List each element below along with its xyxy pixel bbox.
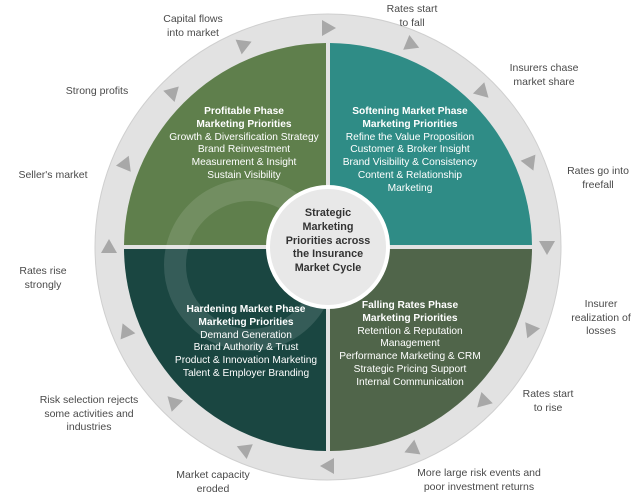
center-circle (266, 185, 390, 309)
cycle-arrow-icon (322, 20, 336, 36)
priority-item: Brand Reinvestment (197, 144, 291, 156)
priority-item: Customer & Broker Insight (350, 144, 470, 156)
priority-item: Marketing (387, 182, 433, 194)
priority-item: Measurement & Insight (191, 157, 297, 169)
center-title: Strategic Marketing Priorities across th… (273, 207, 383, 276)
quadrant-profitable (124, 43, 326, 245)
label-line: eroded (196, 482, 230, 495)
label-line: More large risk events and (417, 467, 541, 479)
label-line: Rates go into (567, 165, 629, 177)
cycle-arrow-icon (539, 241, 555, 255)
label-line: losses (586, 325, 616, 337)
label-line: to fall (399, 16, 425, 29)
quadrant-hardening (124, 249, 326, 451)
quadrant-title: Falling Rates Phase (361, 300, 459, 311)
label-line: Strong profits (65, 85, 129, 97)
hardening-phase-text: Hardening Market Phase Marketing Priorit… (175, 304, 317, 381)
quadrant-title: Marketing Priorities (198, 316, 294, 328)
priority-item: Internal Communication (356, 376, 464, 388)
priority-item: Performance Marketing & CRM (339, 351, 481, 363)
quadrant-softening (330, 43, 532, 245)
quadrant-falling (330, 249, 532, 451)
quadrant-title: Marketing Priorities (362, 312, 458, 324)
label-line: freefall (582, 178, 614, 191)
priority-item: Retention & Reputation (357, 325, 463, 337)
label-line: Market capacity (176, 469, 250, 481)
quadrant-title: Marketing Priorities (196, 118, 292, 130)
label-line: Insurer (584, 298, 618, 310)
cycle-arrow-icon (520, 154, 536, 171)
label-line: into market (167, 26, 219, 39)
cycle-arrow-icon (236, 444, 253, 460)
priority-item: Strategic Pricing Support (353, 363, 467, 375)
quadrant-title: Profitable Phase (204, 106, 284, 117)
label-sellers-market: Seller's market (18, 169, 87, 183)
priority-item: Management (380, 338, 440, 350)
priority-item: Sustain Visibility (207, 169, 281, 181)
label-line: industries (66, 421, 112, 433)
priority-item: Talent & Employer Branding (182, 367, 310, 379)
label-line: strongly (24, 278, 62, 291)
cycle-arrow-icon (167, 396, 184, 412)
cycle-arrow-icon (472, 82, 489, 98)
label-line: poor investment returns (423, 480, 535, 493)
label-line: some activities and (44, 407, 134, 420)
priority-item: Brand Authority & Trust (193, 342, 299, 354)
cycle-arrow-icon (477, 391, 493, 408)
label-line: to rise (533, 401, 563, 414)
cycle-arrow-icon (404, 439, 421, 455)
priority-item: Content & Relationship (357, 169, 463, 181)
quadrant-title: Softening Market Phase (352, 106, 468, 117)
cycle-arrow-icon (235, 39, 252, 55)
cycle-arrow-icon (320, 458, 334, 474)
priority-item: Demand Generation (200, 329, 292, 341)
priority-item: Product & Innovation Marketing (174, 355, 318, 367)
label-line: Seller's market (18, 169, 88, 181)
center-title-line: Marketing (302, 220, 354, 233)
priority-item: Brand Visibility & Consistency (342, 157, 478, 169)
priority-item: Growth & Diversification Strategy (169, 131, 319, 143)
label-line: realization of (571, 311, 631, 324)
cycle-arrow-icon (101, 239, 117, 253)
priority-item: Refine the Value Proposition (345, 131, 475, 143)
falling-rates-phase-text: Falling Rates Phase Marketing Priorities… (339, 300, 481, 390)
cycle-arrow-icon (403, 34, 420, 50)
center-title-line: Market Cycle (294, 262, 362, 275)
label-line: Risk selection rejects (39, 394, 139, 406)
center-title-line: the Insurance (292, 248, 364, 261)
label-line: market share (513, 75, 575, 88)
label-line: Rates start (522, 388, 574, 400)
center-title-line: Priorities across (285, 234, 371, 247)
label-line: Rates rise (19, 265, 67, 277)
quadrant-title: Marketing Priorities (362, 118, 458, 130)
quadrant-title: Hardening Market Phase (186, 304, 306, 315)
cycle-arrow-icon (120, 323, 136, 340)
label-line: Rates start (386, 3, 438, 15)
center-title-line: Strategic (304, 207, 352, 219)
label-line: Capital flows (163, 13, 223, 25)
label-line: Insurers chase (509, 62, 579, 74)
cycle-arrow-icon (525, 322, 541, 339)
profitable-phase-text: Profitable Phase Marketing Priorities Gr… (169, 106, 318, 183)
softening-phase-text: Softening Market Phase Marketing Priorit… (343, 106, 478, 196)
label-strong-profits: Strong profits (66, 85, 128, 99)
cycle-arrow-icon (115, 155, 131, 172)
cycle-arrow-icon (163, 86, 179, 103)
